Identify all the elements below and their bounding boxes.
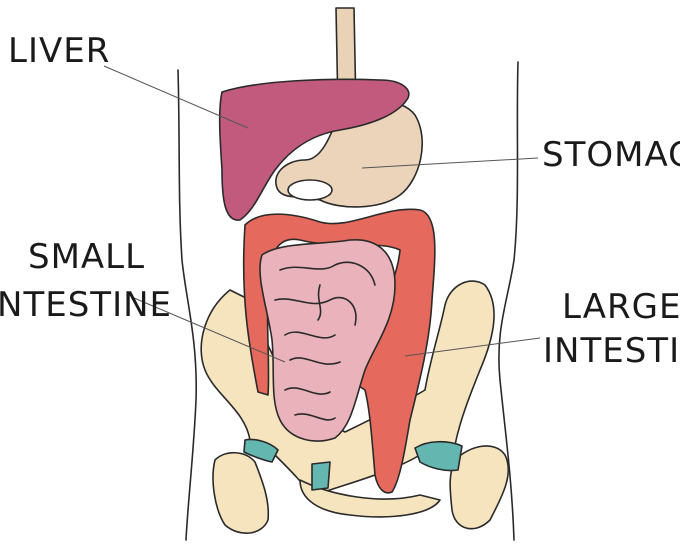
small-intestine xyxy=(259,239,396,442)
stomach-label: STOMACH xyxy=(542,135,680,175)
hip-cartilage-right xyxy=(414,440,463,472)
large-intestine-label-line2: INTESTINE xyxy=(543,331,680,371)
large-intestine-leader-line xyxy=(404,337,541,357)
liver-leader-line xyxy=(103,65,249,129)
small-intestine-leader-line xyxy=(133,297,286,363)
body-outline-left xyxy=(177,69,198,541)
pubic-cartilage xyxy=(311,461,331,491)
small-intestine-label-line1: SMALL xyxy=(28,237,145,277)
stomach-leader-line xyxy=(361,157,539,169)
body-outline-right xyxy=(498,61,519,541)
large-intestine-label-line1: LARGE xyxy=(562,287,680,327)
small-intestine-label-line2: INTESTINE xyxy=(0,285,172,325)
liver xyxy=(218,78,410,221)
liver-label: LIVER xyxy=(8,31,110,71)
stomach-opening xyxy=(287,179,333,201)
hip-cartilage-left xyxy=(243,438,279,463)
pelvis xyxy=(200,280,510,534)
